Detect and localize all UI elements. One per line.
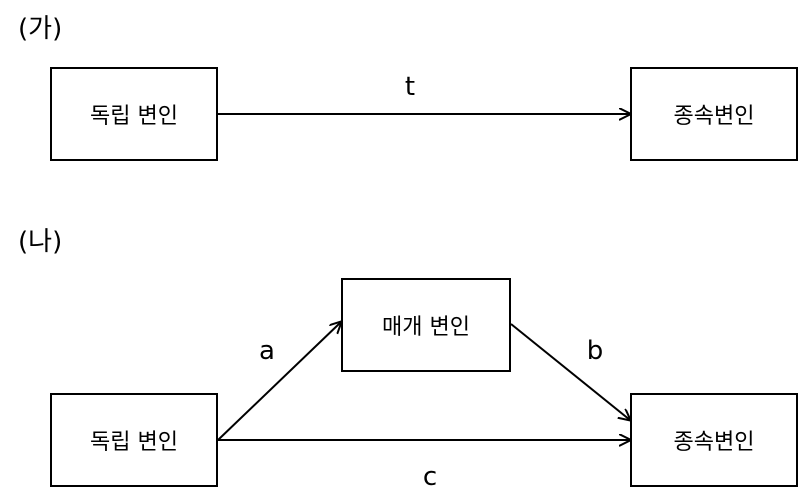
independent-variable-box-b: 독립 변인 — [50, 393, 218, 487]
dependent-variable-box-b: 종속변인 — [630, 393, 798, 487]
panel-a-label: (가) — [18, 14, 63, 44]
dependent-variable-box-a: 종속변인 — [630, 67, 798, 161]
panel-b-label: (나) — [18, 227, 63, 257]
edge-label-t: t — [404, 72, 416, 102]
independent-variable-box-a: 독립 변인 — [50, 67, 218, 161]
arrow-a — [217, 322, 341, 441]
mediator-variable-box: 매개 변인 — [341, 278, 511, 372]
arrow-b — [510, 323, 630, 420]
edge-label-b: b — [586, 336, 604, 366]
edge-label-a: a — [259, 336, 275, 366]
edge-label-c: c — [422, 462, 438, 492]
